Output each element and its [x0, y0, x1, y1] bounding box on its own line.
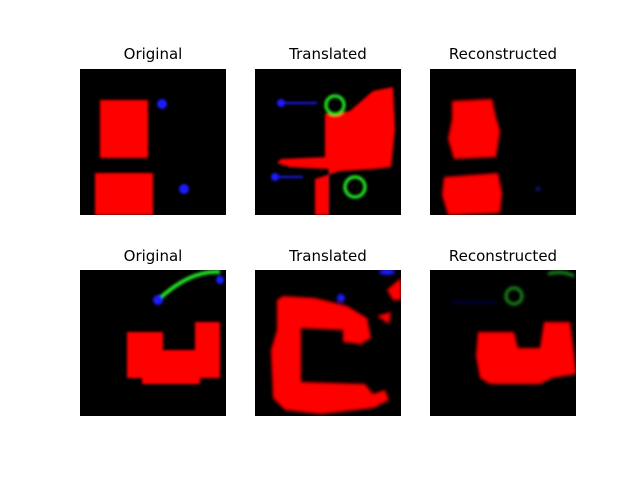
- red-block: [325, 114, 353, 166]
- panel-title-r2c3: Reconstructed: [448, 247, 558, 265]
- image-panel-original-2: [80, 270, 226, 416]
- image-reconstructed-2: [452, 271, 576, 384]
- panel-title-r1c2: Translated: [289, 45, 367, 63]
- panel-title-r2c2: Translated: [289, 247, 367, 265]
- image-translated-2: [271, 270, 401, 414]
- blue-dot: [216, 276, 224, 284]
- blue-dot: [271, 173, 279, 181]
- image-panel-translated-2: [255, 270, 401, 416]
- red-blob: [448, 99, 500, 159]
- blue-dot: [337, 294, 345, 302]
- blue-dot: [157, 99, 167, 109]
- panel-title-r1c3: Reconstructed: [448, 45, 558, 63]
- red-blob: [271, 296, 389, 414]
- image-original-2: [127, 270, 224, 384]
- green-ring: [343, 175, 367, 199]
- blue-dot: [535, 186, 541, 192]
- red-shape: [127, 322, 220, 384]
- blue-dot: [379, 270, 395, 275]
- green-ring: [504, 286, 524, 306]
- blue-dot: [153, 295, 163, 305]
- red-block: [100, 100, 148, 158]
- image-reconstructed-1: [442, 99, 541, 215]
- image-original-1: [95, 99, 189, 215]
- red-blob: [442, 173, 502, 215]
- green-arc: [156, 270, 221, 302]
- blue-dot: [277, 99, 285, 107]
- panel-title-r1c1: Original: [123, 45, 183, 63]
- image-panel-reconstructed-1: [430, 69, 576, 215]
- green-ring: [324, 94, 346, 116]
- image-translated-1: [271, 87, 395, 215]
- image-panel-original-1: [80, 69, 226, 215]
- blue-dot: [179, 184, 189, 194]
- green-arc: [547, 271, 575, 278]
- red-blob: [476, 322, 576, 384]
- image-panel-translated-1: [255, 69, 401, 215]
- red-block: [95, 173, 153, 215]
- panel-title-r2c1: Original: [123, 247, 183, 265]
- red-blob: [377, 312, 391, 324]
- image-panel-reconstructed-2: [430, 270, 576, 416]
- red-blob: [387, 278, 401, 300]
